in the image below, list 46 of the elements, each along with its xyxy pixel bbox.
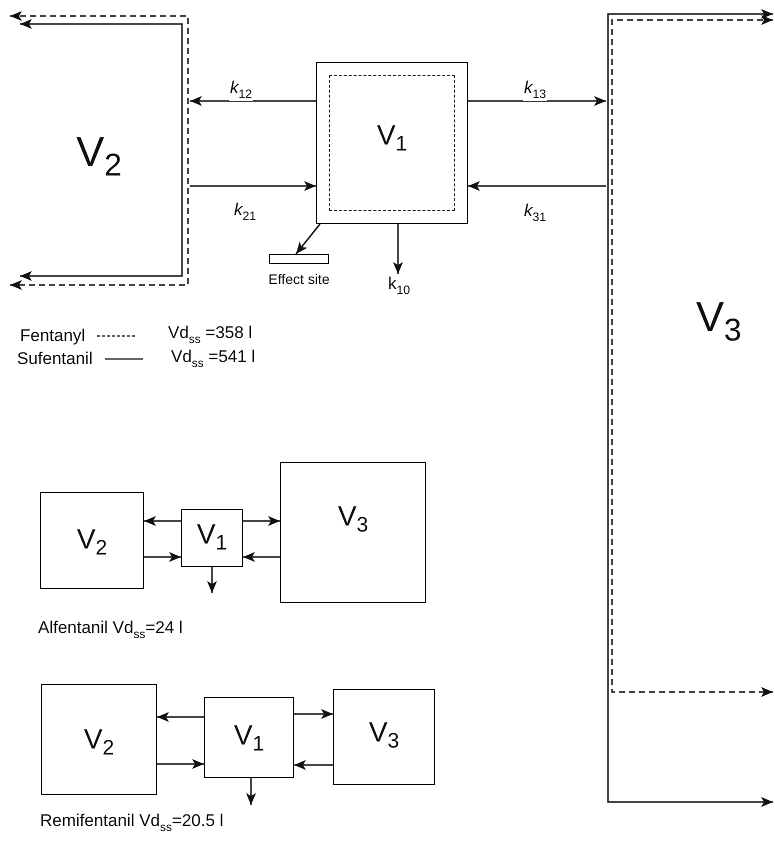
arrow xyxy=(207,567,217,593)
compartment-label: V$_{2}$ xyxy=(82,725,116,758)
compartment-label: V$_{2}$ xyxy=(75,132,123,182)
arrow xyxy=(157,759,204,769)
arrow xyxy=(243,516,280,526)
arrow xyxy=(294,760,333,770)
arrow xyxy=(157,712,204,722)
compartment-label: V$_{1}$ xyxy=(232,720,266,754)
compartment-label: V$_{3}$ xyxy=(368,718,400,752)
arrow xyxy=(295,224,321,254)
compartment xyxy=(41,684,157,795)
edge-label: k$_{13}$ xyxy=(523,78,548,101)
arrow xyxy=(190,96,316,106)
compartment xyxy=(606,12,775,804)
volume-note: Vd$_{ss}$ =541 l xyxy=(171,347,256,370)
arrow xyxy=(144,516,181,526)
compartment xyxy=(40,492,144,589)
arrow xyxy=(294,709,333,719)
arrow xyxy=(190,181,316,191)
compartment-label: V$_{1}$ xyxy=(376,122,408,155)
arrow xyxy=(468,96,606,106)
compartment-label: V$_{3}$ xyxy=(696,296,742,346)
legend-label: Sufentanil xyxy=(17,349,93,369)
volume-note: Alfentanil Vd$_{ss}$=24 l xyxy=(38,618,183,641)
compartment xyxy=(181,509,243,567)
compartment-label: V$_{2}$ xyxy=(76,526,108,560)
compartment xyxy=(280,462,426,603)
arrow xyxy=(243,552,280,562)
effect-site-label: Effect site xyxy=(267,271,331,287)
edge-label: k$_{12}$ xyxy=(229,78,254,101)
compartment-label: V$_{3}$ xyxy=(336,502,370,536)
legend-label: Fentanyl xyxy=(20,326,86,346)
compartment xyxy=(204,697,294,778)
compartment-label: V$_{1}$ xyxy=(196,520,228,554)
volume-note: Vd$_{ss}$ =358 l xyxy=(168,323,252,346)
arrow xyxy=(246,778,256,805)
compartment xyxy=(316,62,468,224)
arrow xyxy=(144,552,181,562)
rate-constant-label: k$_{10}$ xyxy=(386,274,412,297)
compartment xyxy=(333,689,435,785)
compartment xyxy=(8,14,190,288)
edge-label: k$_{21}$ xyxy=(233,200,258,223)
arrow xyxy=(468,181,606,191)
volume-note: Remifentanil Vd$_{ss}$=20.5 l xyxy=(40,811,224,834)
edge-label: k$_{31}$ xyxy=(523,201,548,224)
arrow xyxy=(393,224,403,274)
